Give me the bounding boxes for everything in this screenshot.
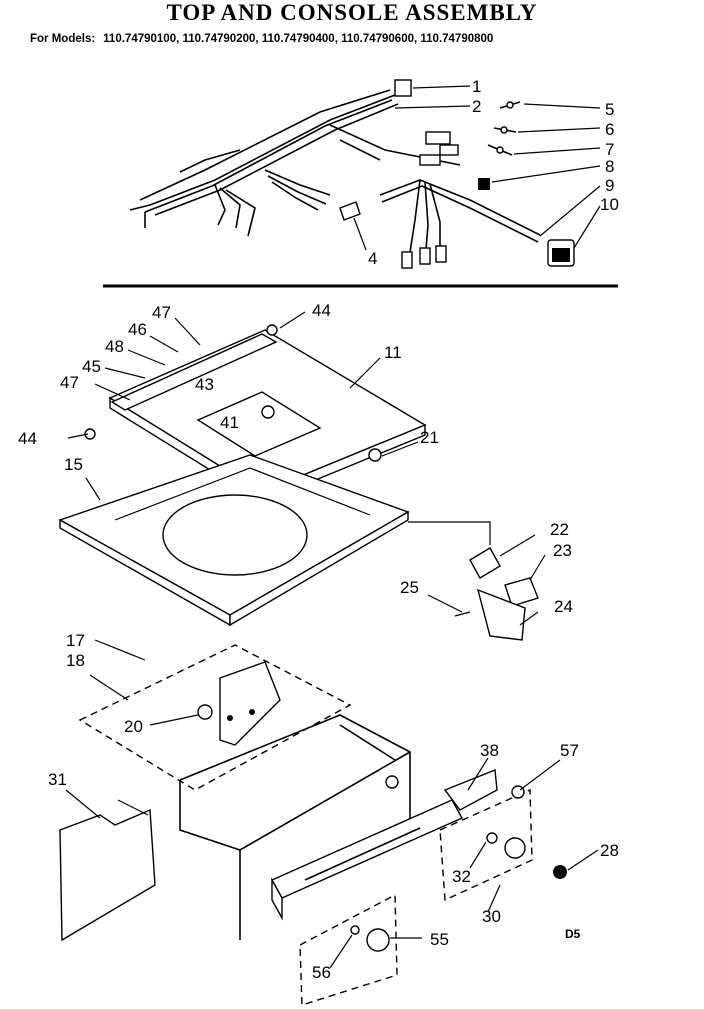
- callout-5: 5: [605, 100, 614, 119]
- callout-1: 1: [472, 77, 481, 96]
- diagram-title: TOP AND CONSOLE ASSEMBLY: [166, 0, 538, 25]
- callout-28: 28: [600, 841, 619, 860]
- callout-45: 45: [82, 357, 101, 376]
- callout-20: 20: [124, 717, 143, 736]
- callout-15: 15: [64, 455, 83, 474]
- callout-55: 55: [430, 930, 449, 949]
- callout-47-top: 47: [152, 303, 171, 322]
- callout-48: 48: [105, 337, 124, 356]
- callout-10: 10: [600, 195, 619, 214]
- callout-46: 46: [128, 320, 147, 339]
- callout-17: 17: [66, 631, 85, 650]
- wire-harness: [129, 79, 601, 269]
- callout-18: 18: [66, 651, 85, 670]
- callout-24: 24: [554, 597, 573, 616]
- callout-57: 57: [560, 741, 579, 760]
- callout-8: 8: [605, 157, 614, 176]
- callout-43: 43: [195, 375, 214, 394]
- top-lid-assembly: [58, 311, 546, 641]
- callout-23: 23: [553, 541, 572, 560]
- callout-21: 21: [420, 428, 439, 447]
- callout-30: 30: [482, 907, 501, 926]
- callout-32: 32: [452, 867, 471, 886]
- callout-2: 2: [472, 97, 481, 116]
- console-assembly: [59, 639, 599, 1006]
- models-list: 110.74790100, 110.74790200, 110.74790400…: [103, 33, 494, 45]
- callout-labels: 1 2 4 5 6 7 8 9 10 11 15 21 22 23 24 25 …: [18, 77, 619, 982]
- callout-6: 6: [605, 120, 614, 139]
- callout-44-left: 44: [18, 429, 37, 448]
- callout-25: 25: [400, 578, 419, 597]
- diagram-code: D5: [565, 927, 581, 941]
- callout-56: 56: [312, 963, 331, 982]
- callout-44-right: 44: [312, 301, 331, 320]
- callout-47-left: 47: [60, 373, 79, 392]
- callout-11: 11: [384, 343, 402, 362]
- callout-7: 7: [605, 140, 614, 159]
- callout-4: 4: [368, 249, 377, 268]
- callout-22: 22: [550, 520, 569, 539]
- callout-38: 38: [480, 741, 499, 760]
- callout-9: 9: [605, 176, 614, 195]
- callout-31: 31: [48, 770, 67, 789]
- models-label: For Models:: [30, 33, 96, 45]
- models-line: For Models: 110.74790100, 110.74790200, 1…: [30, 31, 700, 47]
- callout-41: 41: [220, 413, 239, 432]
